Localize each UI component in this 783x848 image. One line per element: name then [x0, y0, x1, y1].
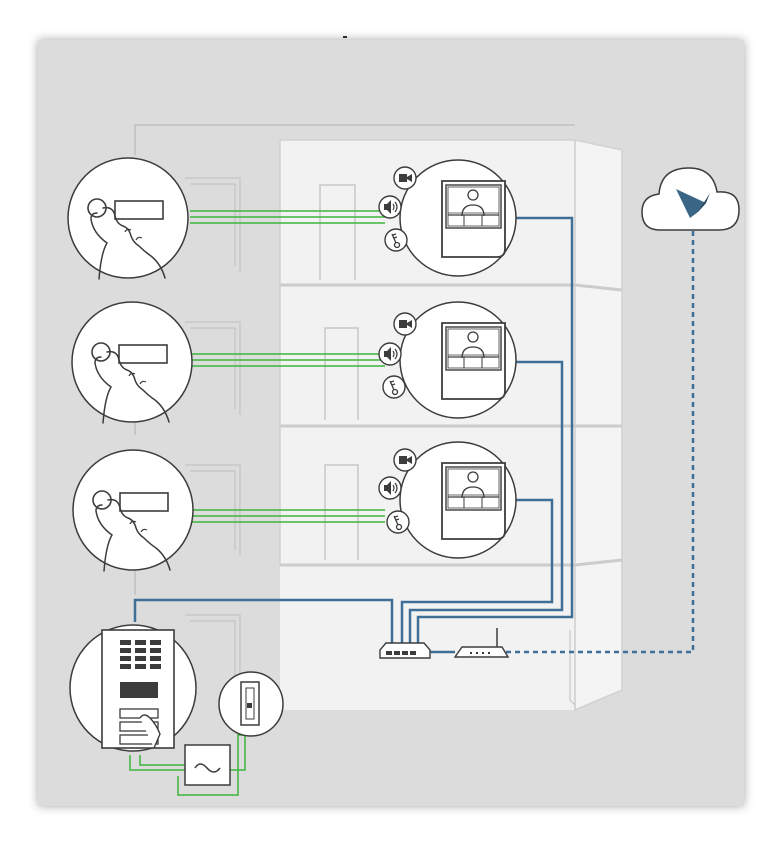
speaker-icon [378, 195, 402, 219]
top-marker [343, 36, 347, 38]
speaker-icon [378, 476, 402, 500]
door-key-icon [382, 375, 406, 399]
door-key-icon [384, 228, 408, 252]
door-key-icon [386, 510, 410, 534]
video-monitor-icon [399, 441, 517, 559]
bus-lines [129, 210, 385, 796]
network-lines [133, 216, 695, 654]
ac-power-supply-icon [184, 744, 231, 786]
speaker-icon [378, 342, 402, 366]
building-outline-top [134, 124, 575, 155]
door-station-panel-icon [69, 624, 197, 752]
video-camera-icon [393, 448, 417, 472]
electric-door-opener-icon [218, 671, 284, 737]
doorbell-press-icon [72, 449, 194, 572]
doorbell-press-icon [67, 157, 189, 280]
cloud-service-icon [641, 167, 740, 231]
video-monitor-icon [399, 159, 517, 277]
video-camera-icon [393, 312, 417, 336]
video-monitor-icon [399, 301, 517, 419]
video-camera-icon [393, 166, 417, 190]
router-icon [453, 628, 510, 658]
doorbell-press-icon [71, 301, 193, 424]
network-switch-icon [379, 642, 431, 659]
